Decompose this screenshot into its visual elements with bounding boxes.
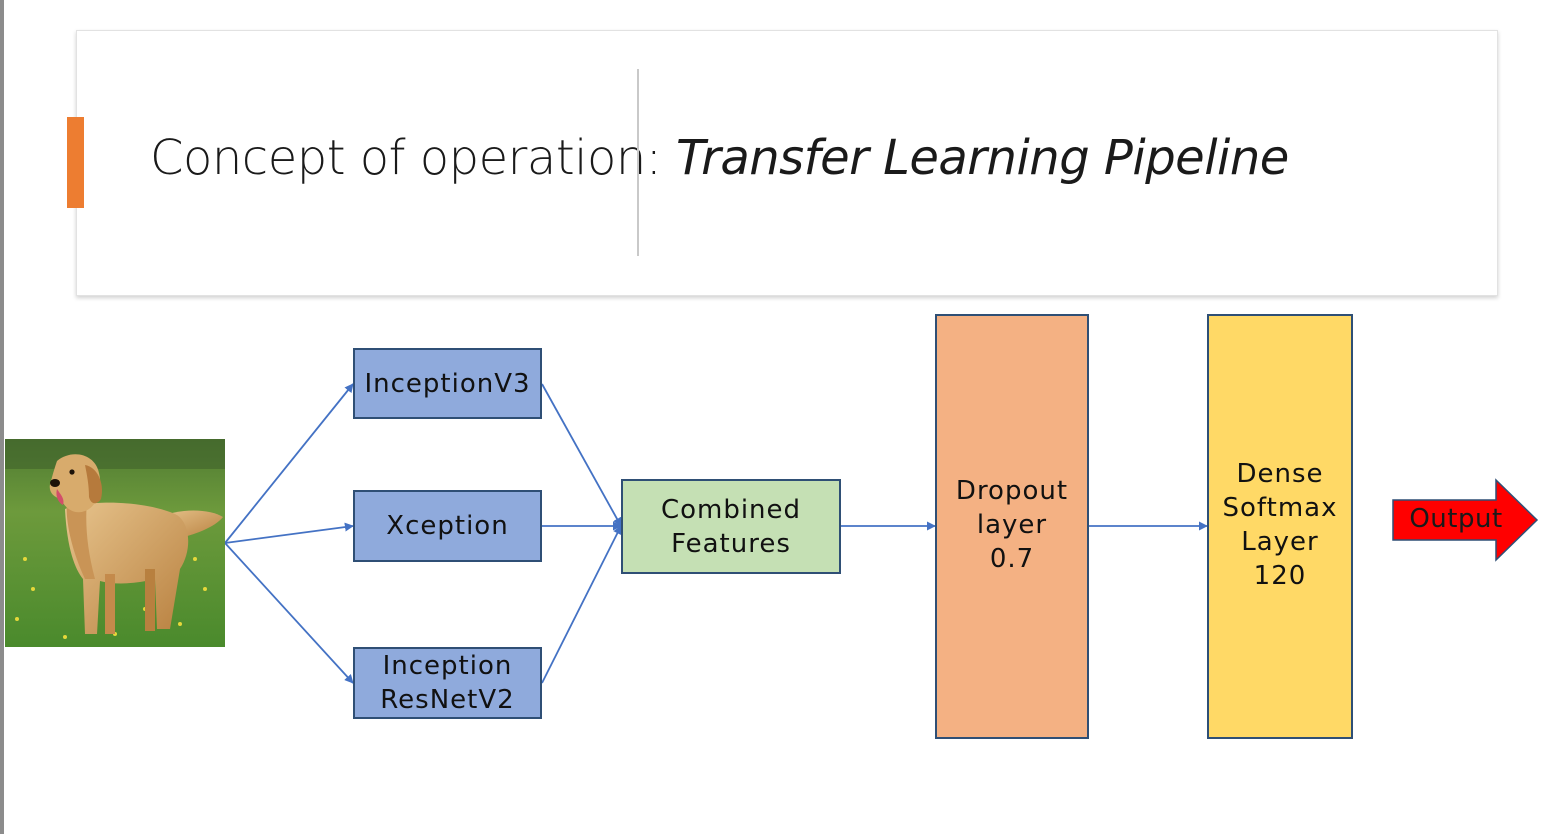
arrow-image-to-inception-resnetv2 [224, 542, 354, 684]
dense-softmax-layer-box: Dense Softmax Layer 120 [1207, 314, 1353, 739]
title-divider [637, 69, 639, 256]
title-accent-bar [67, 117, 84, 208]
page-subtitle: Transfer Learning Pipeline [676, 130, 1289, 186]
arrow-inceptionv3-to-combined [541, 383, 622, 527]
xception-box: Xception [353, 490, 542, 562]
output-label: Output [1409, 504, 1503, 534]
arrow-inception-resnetv2-to-combined [541, 525, 622, 684]
inception-resnetv2-box: Inception ResNetV2 [353, 647, 542, 719]
inceptionv3-box: InceptionV3 [353, 348, 542, 419]
output-arrow-icon [1392, 478, 1539, 562]
golden-retriever-photo-icon [5, 439, 225, 647]
combined-features-box: Combined Features [621, 479, 841, 574]
page-title: Concept of operation: [150, 130, 662, 186]
slide-left-edge [0, 0, 4, 834]
title-card [76, 30, 1498, 296]
dropout-layer-box: Dropout layer 0.7 [935, 314, 1089, 739]
arrow-image-to-xception [224, 522, 354, 544]
arrow-image-to-inceptionv3 [224, 383, 354, 544]
